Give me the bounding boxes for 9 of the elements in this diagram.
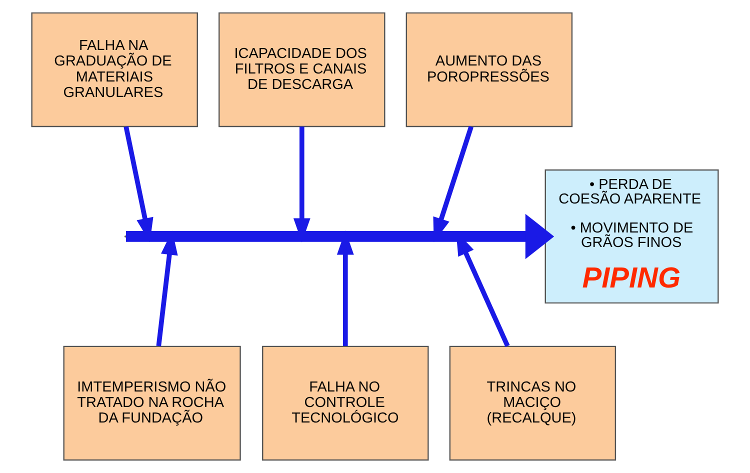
arrow <box>156 230 178 346</box>
node-box: IMTEMPERISMO NÃO TRATADO NA ROCHA DA FUNDAÇÃO <box>63 346 241 461</box>
node-box: • PERDA DE COESÃO APARENTE • MOVIMENTO DE GRÃOS FINOS PIPING <box>544 169 719 304</box>
node-box: TRINCAS NO MACIÇO (RECALQUE) <box>449 346 616 461</box>
node-box: FALHA NA GRADUAÇÃO DE MATERIAIS GRANULARES <box>31 12 198 128</box>
node-box: AUMENTO DAS POROPRESSÕES <box>406 12 573 128</box>
node-box: ICAPACIDADE DOS FILTROS E CANAIS DE DESCARGA <box>218 12 386 128</box>
arrow <box>126 214 554 260</box>
node-box: FALHA NO CONTROLE TECNOLÓGICO <box>262 346 429 461</box>
